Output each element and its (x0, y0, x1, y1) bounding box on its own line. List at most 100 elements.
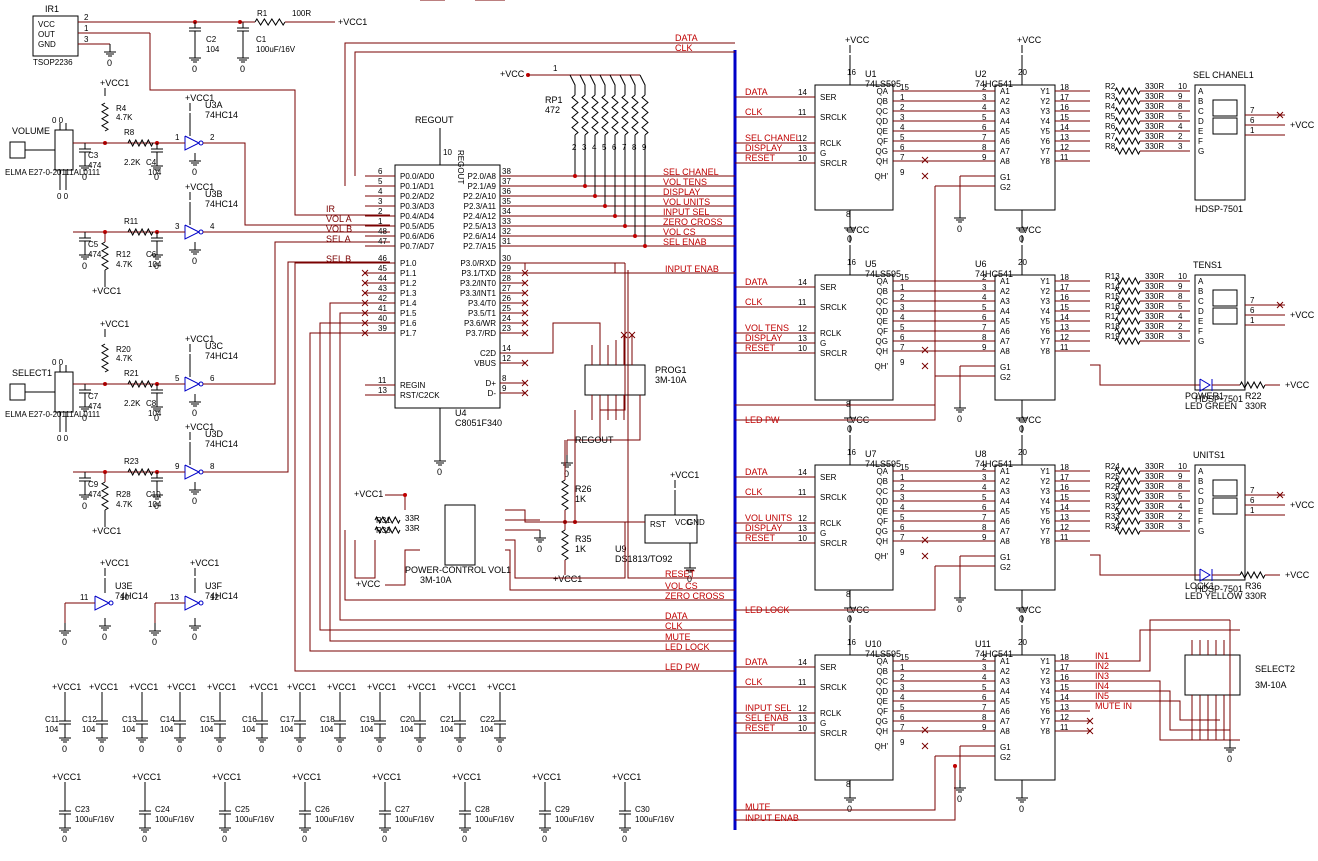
wire (505, 549, 735, 591)
label: 9 (502, 384, 507, 393)
vcc-label: +VCC1 (212, 772, 241, 782)
label: 48 (378, 227, 387, 236)
pin-gnd: GND (38, 40, 56, 49)
buf-pin: A5 (1000, 507, 1010, 516)
label: 12 (798, 514, 807, 523)
net-label: DISPLAY (745, 333, 782, 343)
ground-label: 0 (259, 744, 264, 754)
sr-pin: QH' (874, 172, 888, 181)
net-label: CLK (745, 297, 763, 307)
sr-pin: QA (876, 467, 888, 476)
net-label: IR (326, 204, 336, 214)
vcc-label: +VCC1 (52, 772, 81, 782)
buf-pin: A2 (1000, 477, 1010, 486)
net-label: DISPLAY (663, 187, 700, 197)
buf-pin: A2 (1000, 97, 1010, 106)
nc-mark (521, 289, 529, 297)
c-val: 474 (88, 402, 102, 411)
vcc-label: +VCC (1017, 35, 1042, 45)
label: 4 (900, 313, 905, 322)
label: 39 (378, 324, 387, 333)
mcu-pin-label: P2.6/A14 (463, 232, 496, 241)
vcc-label: +VCC (1017, 225, 1042, 235)
ground-label: 0 (687, 574, 692, 584)
label: 5 (1178, 492, 1183, 501)
label: 34 (502, 207, 511, 216)
label: 20 (1018, 638, 1027, 647)
nc-mark (1276, 301, 1284, 309)
ground-label: 0 (139, 744, 144, 754)
c2-val: 104 (206, 45, 220, 54)
vcc-label: +VCC (500, 69, 525, 79)
wire (639, 74, 646, 95)
nc-mark (521, 279, 529, 287)
label: 3 (1178, 142, 1183, 151)
cap-ref: C25 (235, 805, 250, 814)
resistor-ref: R34 (1105, 522, 1120, 531)
cap-val: 104 (82, 725, 96, 734)
inverter-icon (184, 224, 201, 240)
r1-ref: R1 (257, 9, 268, 18)
wire (735, 766, 956, 821)
sr-ref: U7 (865, 449, 877, 459)
buf-pin: Y8 (1040, 727, 1050, 736)
ground-label: 0 (192, 256, 197, 266)
label: 41 (378, 304, 387, 313)
label: 35 (502, 197, 511, 206)
resistor-icon (101, 481, 109, 511)
buf-pin: Y4 (1040, 687, 1050, 696)
label: 13 (1060, 513, 1069, 522)
net-label: ZERO CROSS (663, 217, 723, 227)
c-val: 474 (88, 490, 102, 499)
buf-pin: Y6 (1040, 707, 1050, 716)
sr-pin: QE (876, 317, 888, 326)
sr-pin: QC (876, 677, 888, 686)
resistor-ref: R8 (1105, 142, 1116, 151)
resistor-val: 330R (1145, 322, 1164, 331)
buf-pin: Y4 (1040, 497, 1050, 506)
c-ref: C6 (146, 250, 157, 259)
vcc1-label: +VCC1 (354, 489, 383, 499)
label: 4 (982, 103, 987, 112)
label: 23 (502, 324, 511, 333)
net-label: CLK (675, 43, 693, 53)
nc-mark (921, 362, 929, 370)
wire (735, 566, 936, 611)
wire (735, 186, 936, 406)
resistor-val: 330R (1145, 492, 1164, 501)
resistor-icon (631, 94, 639, 136)
label: 45 (378, 264, 387, 273)
label: 4 (900, 503, 905, 512)
wire (609, 74, 616, 95)
sr-pin: SRCLK (820, 303, 847, 312)
label: 4 (900, 693, 905, 702)
nc-mark (521, 359, 529, 367)
cap-ref: C20 (400, 715, 415, 724)
buf-pin: Y3 (1040, 677, 1050, 686)
sr-pin: QF (877, 707, 888, 716)
resistor-icon (127, 467, 154, 477)
label: 10 (1178, 272, 1187, 281)
net-label: ZERO CROSS (665, 591, 725, 601)
wire (627, 270, 735, 579)
c-ref: C7 (88, 392, 99, 401)
resistor-icon (1114, 96, 1141, 106)
label: 8 (982, 523, 987, 532)
buf-pin: A4 (1000, 687, 1010, 696)
wire (505, 522, 626, 579)
label: 11 (378, 376, 387, 385)
buf-pin: Y7 (1040, 717, 1050, 726)
nc-mark (361, 269, 369, 277)
buf-pin: Y4 (1040, 117, 1050, 126)
sel-a-net (203, 241, 390, 385)
junction-dot (603, 204, 607, 208)
resistor-ref: R30 (1105, 492, 1120, 501)
label: 11 (80, 593, 89, 602)
cap-val: 104 (200, 725, 214, 734)
resistor-val: 330R (1145, 292, 1164, 301)
mcu-pin-label: P2.4/A12 (463, 212, 496, 221)
label: 12 (210, 593, 219, 602)
label: 3 (175, 222, 180, 231)
vcc-label: +VCC1 (670, 470, 699, 480)
label: 4 (1178, 502, 1183, 511)
